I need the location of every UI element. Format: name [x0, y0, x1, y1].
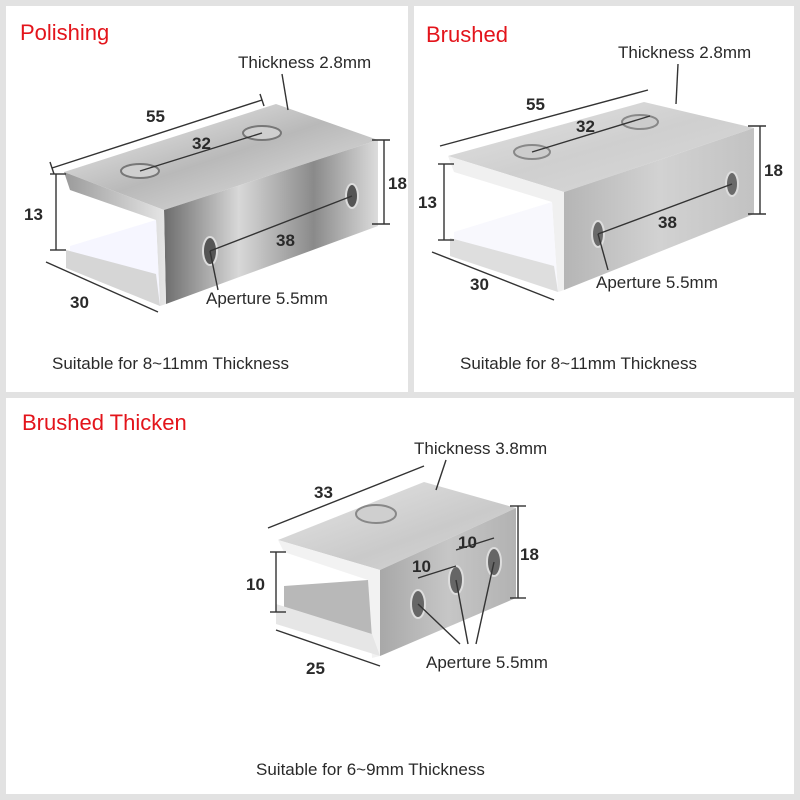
- leader-line-thickness: [675, 63, 679, 105]
- dim-line-side-hole: [597, 183, 733, 235]
- bracket-bottom-lip: [450, 238, 558, 292]
- leader-line-aperture: [597, 233, 609, 271]
- dim-line-depth: [275, 629, 381, 667]
- dim-length-label: 55: [146, 107, 165, 126]
- dim-height-label: 18: [764, 161, 783, 180]
- hole-icon: [242, 125, 282, 141]
- suitability-caption: Suitable for 8~11mm Thickness: [460, 354, 698, 373]
- bracket-bottom-lip: [66, 250, 160, 306]
- hole-icon: [355, 504, 397, 524]
- panel-brushed: 55 32 18 13 30 38 Thickness 2.8mm Apertu…: [414, 6, 794, 392]
- leader-line-aperture: [417, 603, 461, 645]
- dim-line-depth: [45, 261, 159, 313]
- dim-line-length: [267, 465, 425, 529]
- bracket-top-face: [64, 104, 378, 210]
- dim-tick: [49, 161, 55, 175]
- thickness-label: Thickness 2.8mm: [238, 53, 371, 72]
- leader-line-aperture: [475, 561, 495, 645]
- dim-side-hole-label: 38: [276, 231, 295, 250]
- panel-title: Polishing: [20, 20, 110, 45]
- dim-line-length: [439, 89, 649, 147]
- bracket-side-face: [380, 508, 516, 656]
- bracket-side-face: [164, 140, 378, 304]
- suitability-caption: Suitable for 8~11mm Thickness: [52, 354, 290, 373]
- dim-depth-label: 30: [70, 293, 89, 312]
- dim-line-hole-spacing-b: [455, 537, 495, 551]
- dim-line-hole-spacing: [139, 132, 263, 172]
- dim-gap-label: 10: [246, 575, 265, 594]
- bracket-top-face: [448, 102, 754, 192]
- glass-slot: [284, 580, 372, 638]
- polishing-clamp-figure: 55 32 18 13 30 38 Thickness 2.8mm Apertu…: [24, 53, 407, 313]
- brushed-clamp-figure: 55 32 18 13 30 38 Thickness 2.8mm Apertu…: [418, 43, 783, 301]
- dim-length-label: 33: [314, 483, 333, 502]
- thickness-label: Thickness 2.8mm: [618, 43, 751, 62]
- aperture-label: Aperture 5.5mm: [206, 289, 328, 308]
- suitability-caption: Suitable for 6~9mm Thickness: [256, 760, 485, 779]
- dim-line-hole-spacing-a: [417, 565, 457, 579]
- dim-hole-spacing-a-label: 10: [412, 557, 431, 576]
- thickness-label: Thickness 3.8mm: [414, 439, 547, 458]
- panel-brushed-thicken: 33 18 10 25 10 10 Thickness 3.8mm Apertu…: [6, 398, 794, 794]
- panel-title: Brushed: [426, 22, 508, 47]
- dim-depth-label: 30: [470, 275, 489, 294]
- dim-line-length: [51, 99, 263, 169]
- panel-polishing: 55 32 18 13 30 38 Thickness 2.8mm Apertu…: [6, 6, 408, 392]
- hole-icon: [621, 114, 659, 130]
- dim-line-side-hole: [209, 195, 353, 252]
- dim-depth-label: 25: [306, 659, 325, 678]
- dim-hole-spacing-label: 32: [192, 134, 211, 153]
- bracket-top-face: [278, 482, 516, 570]
- leader-line-thickness: [281, 73, 289, 111]
- leader-line-aperture: [209, 250, 219, 291]
- aperture-label: Aperture 5.5mm: [596, 273, 718, 292]
- panel-title: Brushed Thicken: [22, 410, 187, 435]
- leader-line-aperture: [455, 579, 469, 645]
- thicken-clamp-figure: 33 18 10 25 10 10 Thickness 3.8mm Apertu…: [246, 439, 548, 678]
- dim-hole-spacing-label: 32: [576, 117, 595, 136]
- dim-length-label: 55: [526, 95, 545, 114]
- bracket-end-face: [278, 540, 380, 658]
- dim-height-label: 18: [520, 545, 539, 564]
- bracket-end-face: [64, 172, 166, 306]
- dim-line-hole-spacing: [531, 115, 651, 153]
- dim-height-label: 18: [388, 174, 407, 193]
- bracket-end-face: [448, 156, 564, 292]
- dim-gap-label: 13: [418, 193, 437, 212]
- bracket-bottom-lip: [276, 604, 380, 656]
- dim-gap-label: 13: [24, 205, 43, 224]
- dim-side-hole-label: 38: [658, 213, 677, 232]
- leader-line-thickness: [435, 459, 447, 491]
- dim-hole-spacing-b-label: 10: [458, 533, 477, 552]
- dim-line-depth: [431, 251, 555, 301]
- bracket-side-face: [564, 128, 754, 290]
- dim-tick: [259, 93, 265, 107]
- aperture-label: Aperture 5.5mm: [426, 653, 548, 672]
